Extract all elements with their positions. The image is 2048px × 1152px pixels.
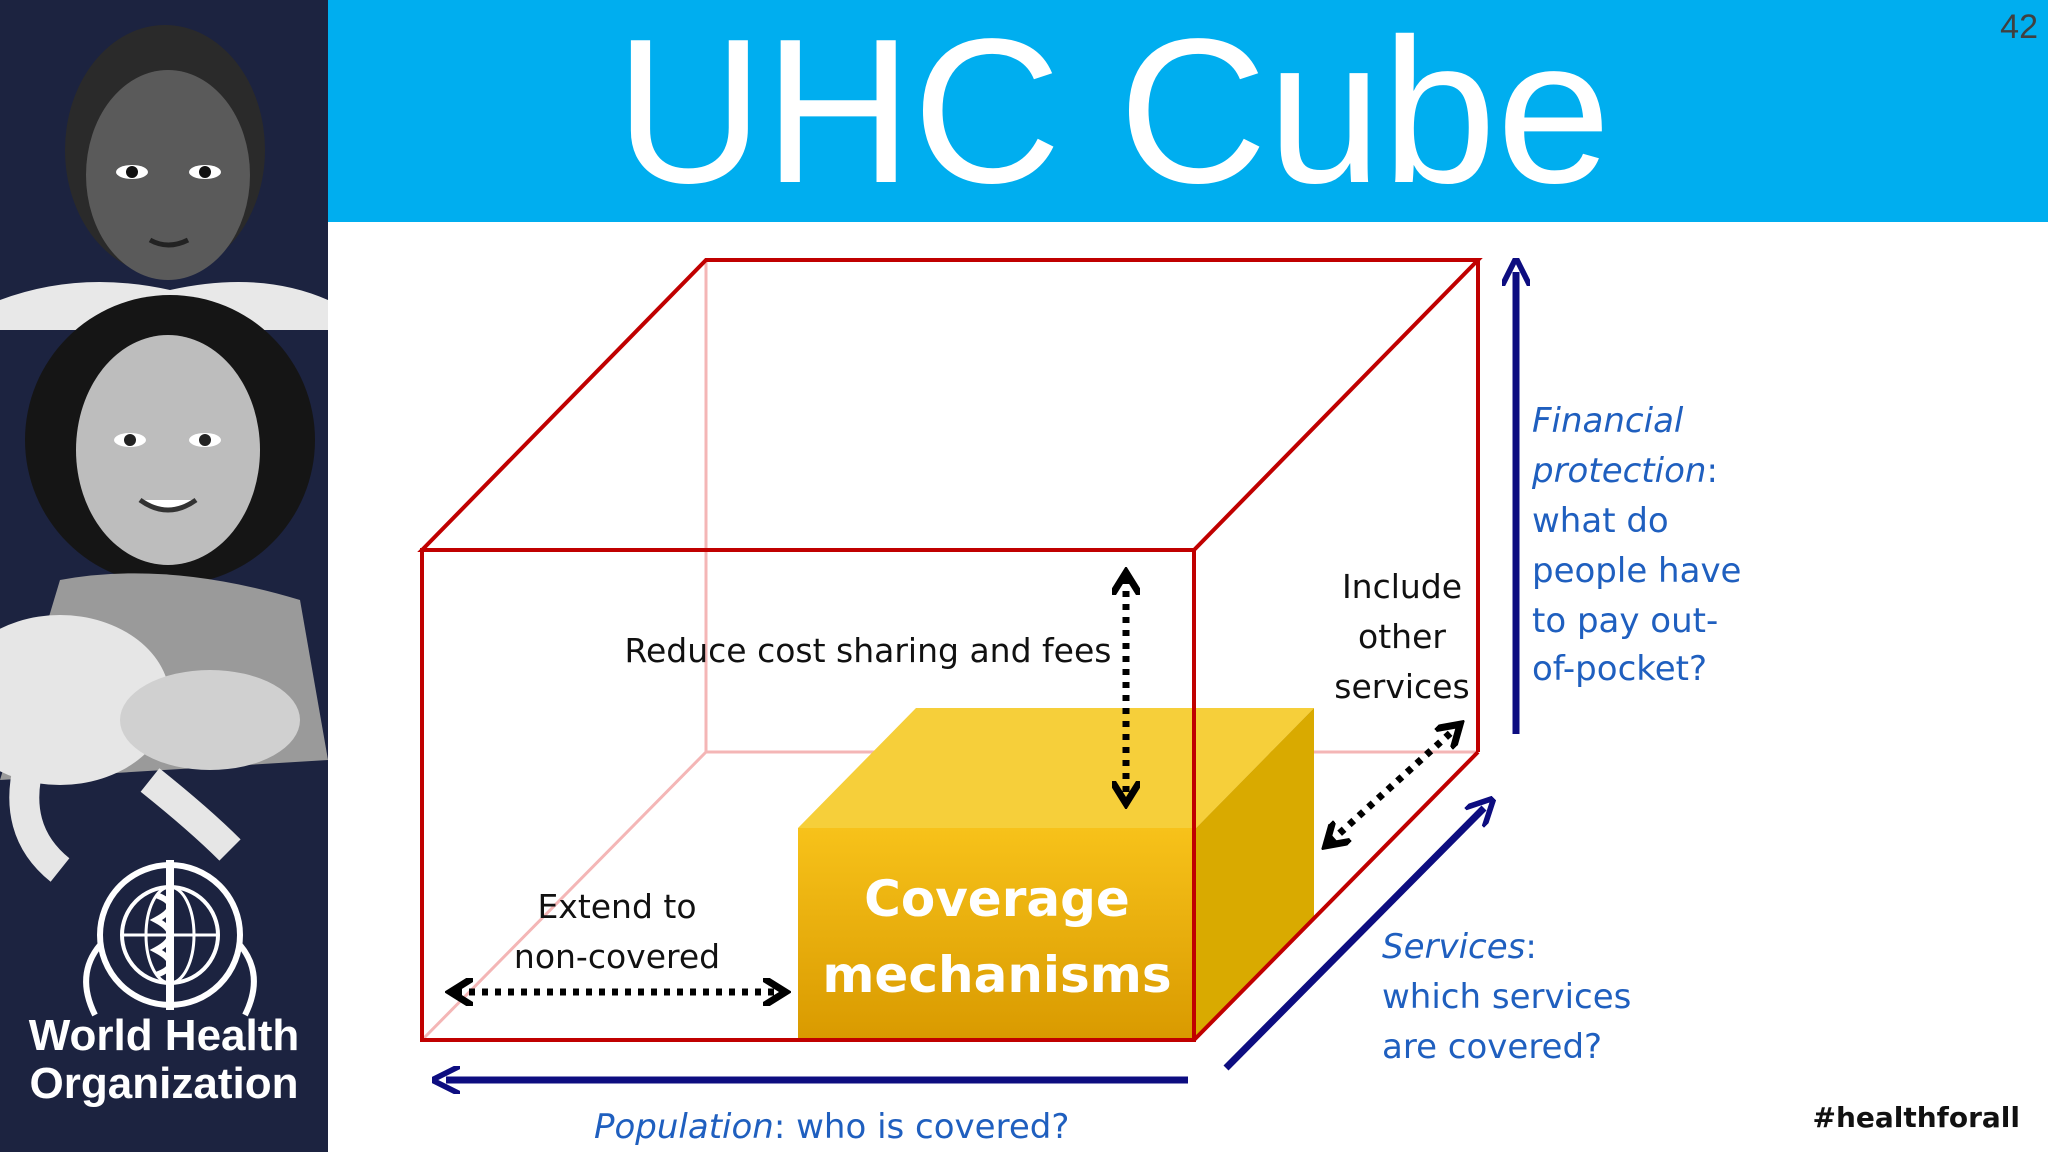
title-banner: UHC Cube: [328, 0, 2048, 222]
coverage-mechanisms-box: [798, 708, 1314, 1040]
financial-question-2: people have: [1532, 551, 1741, 591]
people-illustration: [0, 25, 328, 1017]
include-services-line1: Include: [1342, 567, 1462, 606]
services-question-2: are covered?: [1382, 1027, 1602, 1067]
hashtag: #healthforall: [1812, 1101, 2020, 1134]
services-colon: :: [1525, 927, 1536, 967]
population-question: : who is covered?: [774, 1107, 1070, 1147]
extend-label-line2: non-covered: [514, 937, 720, 976]
financial-question-1: what do: [1532, 501, 1669, 541]
financial-colon: :: [1706, 451, 1717, 491]
include-services-line3: services: [1334, 667, 1469, 706]
include-services-arrow: [1330, 728, 1456, 842]
coverage-label-line1: Coverage: [864, 870, 1130, 928]
services-label-line1: Services:: [1382, 927, 1537, 967]
population-term: Population: [594, 1107, 774, 1147]
population-label: Population: who is covered?: [594, 1107, 1069, 1147]
services-question-1: which services: [1382, 977, 1631, 1017]
financial-term2: protection: [1531, 451, 1706, 491]
financial-term: Financial: [1532, 401, 1684, 441]
financial-question-3: to pay out-: [1532, 601, 1718, 641]
financial-question-4: of-pocket?: [1532, 649, 1707, 689]
slide-title: UHC Cube: [614, 0, 1611, 226]
who-emblem-icon: [83, 860, 257, 1017]
page-number: 42: [2000, 8, 2038, 46]
financial-label-line1: Financial: [1532, 401, 1684, 441]
who-name-line1: World Health: [28, 1011, 300, 1060]
extend-label-line1: Extend to: [537, 887, 696, 926]
services-term: Services: [1382, 927, 1525, 967]
services-axis-arrow: [1223, 808, 1484, 1071]
coverage-label-line2: mechanisms: [822, 946, 1171, 1004]
include-services-line2: other: [1358, 617, 1446, 656]
who-name-line2: Organization: [29, 1059, 299, 1108]
reduce-cost-label: Reduce cost sharing and fees: [625, 631, 1112, 670]
financial-label-line2: protection:: [1531, 451, 1718, 491]
who-sidebar: World Health Organization: [0, 0, 328, 1152]
